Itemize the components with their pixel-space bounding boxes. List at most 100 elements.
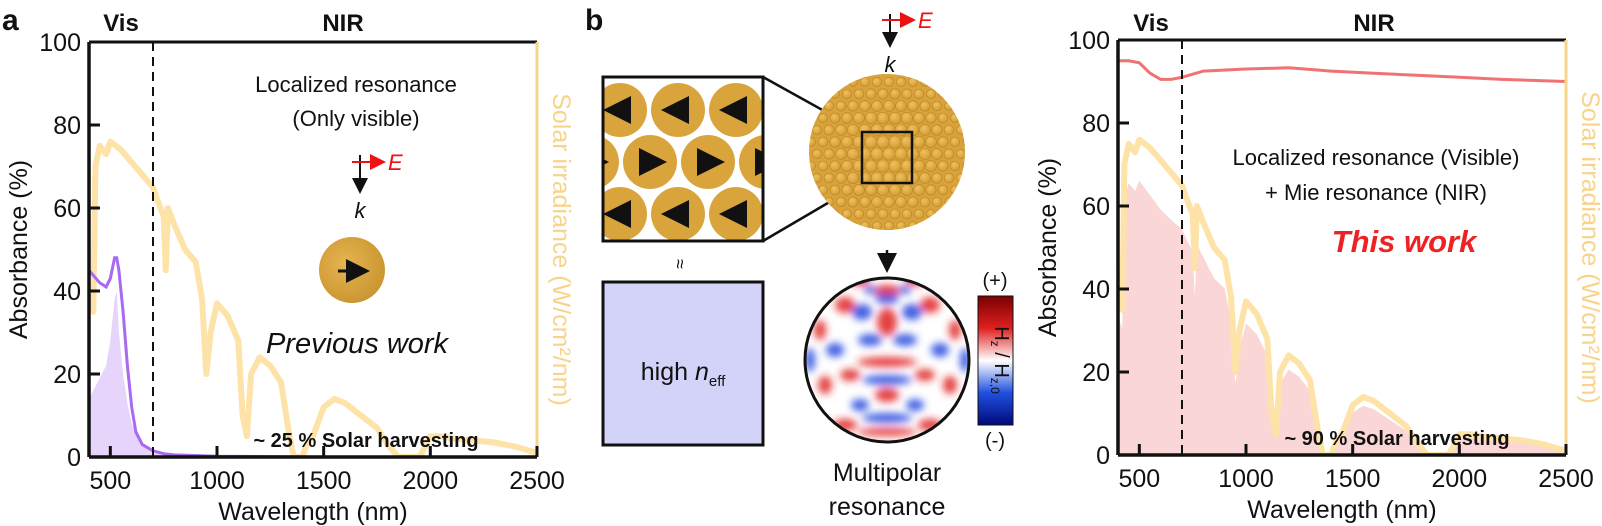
annotation-mechanism-line2: + Mie resonance (NIR) — [1265, 180, 1487, 205]
bead — [871, 196, 883, 208]
bead — [931, 100, 943, 112]
bead — [932, 197, 942, 207]
bead — [888, 135, 902, 149]
bead — [865, 88, 877, 100]
negative-field-lobe — [858, 334, 882, 346]
bead — [926, 89, 936, 99]
bead — [894, 123, 908, 137]
bead — [913, 184, 925, 196]
bead — [882, 123, 896, 137]
positive-field-lobe — [857, 428, 917, 436]
bead — [884, 221, 894, 230]
bead — [877, 208, 889, 220]
bead — [812, 125, 822, 135]
y-tick-label: 40 — [53, 278, 81, 306]
bead — [896, 77, 906, 87]
y-tick-label: 0 — [1096, 442, 1110, 470]
bead — [812, 149, 822, 159]
harvested-area — [89, 291, 537, 457]
positive-field-lobe — [920, 297, 940, 313]
bead — [949, 160, 961, 172]
bead — [931, 148, 943, 160]
bead — [847, 124, 859, 136]
zoom-region-box — [860, 130, 914, 185]
positive-field-lobe — [915, 369, 935, 381]
bead — [835, 172, 847, 184]
bead — [870, 147, 884, 161]
bead — [950, 113, 960, 123]
negative-field-lobe — [862, 375, 912, 385]
bead — [920, 77, 930, 87]
absorbance-line — [1118, 59, 1566, 83]
bead — [877, 88, 889, 100]
colorbar — [977, 295, 1014, 426]
positive-field-lobe — [840, 369, 860, 381]
bead — [872, 77, 882, 87]
bead — [901, 88, 913, 100]
positive-field-lobe — [875, 388, 899, 402]
bead — [848, 77, 858, 87]
bead — [919, 124, 931, 136]
bead — [818, 113, 828, 123]
positive-field-lobe — [818, 376, 832, 394]
bead — [895, 196, 907, 208]
neff-label: high neff — [641, 358, 726, 390]
x-tick-label: 500 — [1118, 465, 1160, 493]
bead — [931, 124, 943, 136]
y-axis-label: Absorbance (%) — [1034, 158, 1062, 337]
bead — [944, 101, 954, 111]
bead — [847, 100, 859, 112]
bead — [864, 135, 878, 149]
bead — [823, 124, 835, 136]
bead — [912, 135, 926, 149]
inset-frame — [601, 75, 765, 243]
bead — [864, 111, 878, 125]
bead — [835, 124, 847, 136]
bead — [956, 125, 965, 135]
colorbar-min-label: (-) — [985, 430, 1005, 452]
bead — [829, 184, 841, 196]
positive-field-lobe — [814, 320, 826, 340]
y-tick-label: 40 — [1082, 276, 1110, 304]
positive-field-lobe — [949, 320, 961, 340]
approx-symbol: ≈ — [670, 259, 690, 269]
caption-line2: resonance — [829, 493, 946, 521]
bead — [949, 136, 961, 148]
bead — [919, 172, 931, 184]
bead — [908, 221, 918, 230]
e-label: E — [918, 8, 933, 33]
bead — [876, 135, 890, 149]
bead — [835, 100, 847, 112]
bead — [878, 74, 888, 75]
bead — [835, 148, 847, 160]
absorbance-line — [89, 256, 537, 457]
bead — [938, 89, 948, 99]
bead — [812, 173, 822, 183]
bead — [943, 124, 955, 136]
bead — [847, 196, 859, 208]
bead — [913, 208, 925, 220]
panel-label-b: b — [585, 4, 603, 37]
bead — [841, 184, 853, 196]
negative-field-lobe — [906, 399, 924, 411]
y-tick-label: 100 — [39, 29, 81, 57]
bead — [836, 77, 846, 87]
bead — [809, 137, 816, 147]
bead — [888, 159, 902, 173]
bead — [817, 160, 829, 172]
bead — [908, 77, 918, 87]
positive-field-lobe — [835, 297, 855, 313]
bead — [937, 112, 949, 124]
bead — [865, 208, 877, 220]
bead — [913, 88, 925, 100]
negative-field-lobe — [864, 286, 876, 294]
bead — [943, 172, 955, 184]
y-tick-label: 60 — [53, 195, 81, 223]
negative-field-lobe — [931, 343, 949, 357]
e-label: E — [388, 150, 403, 175]
bead — [842, 89, 852, 99]
annotation-work: This work — [1332, 224, 1478, 259]
bead — [830, 209, 840, 219]
